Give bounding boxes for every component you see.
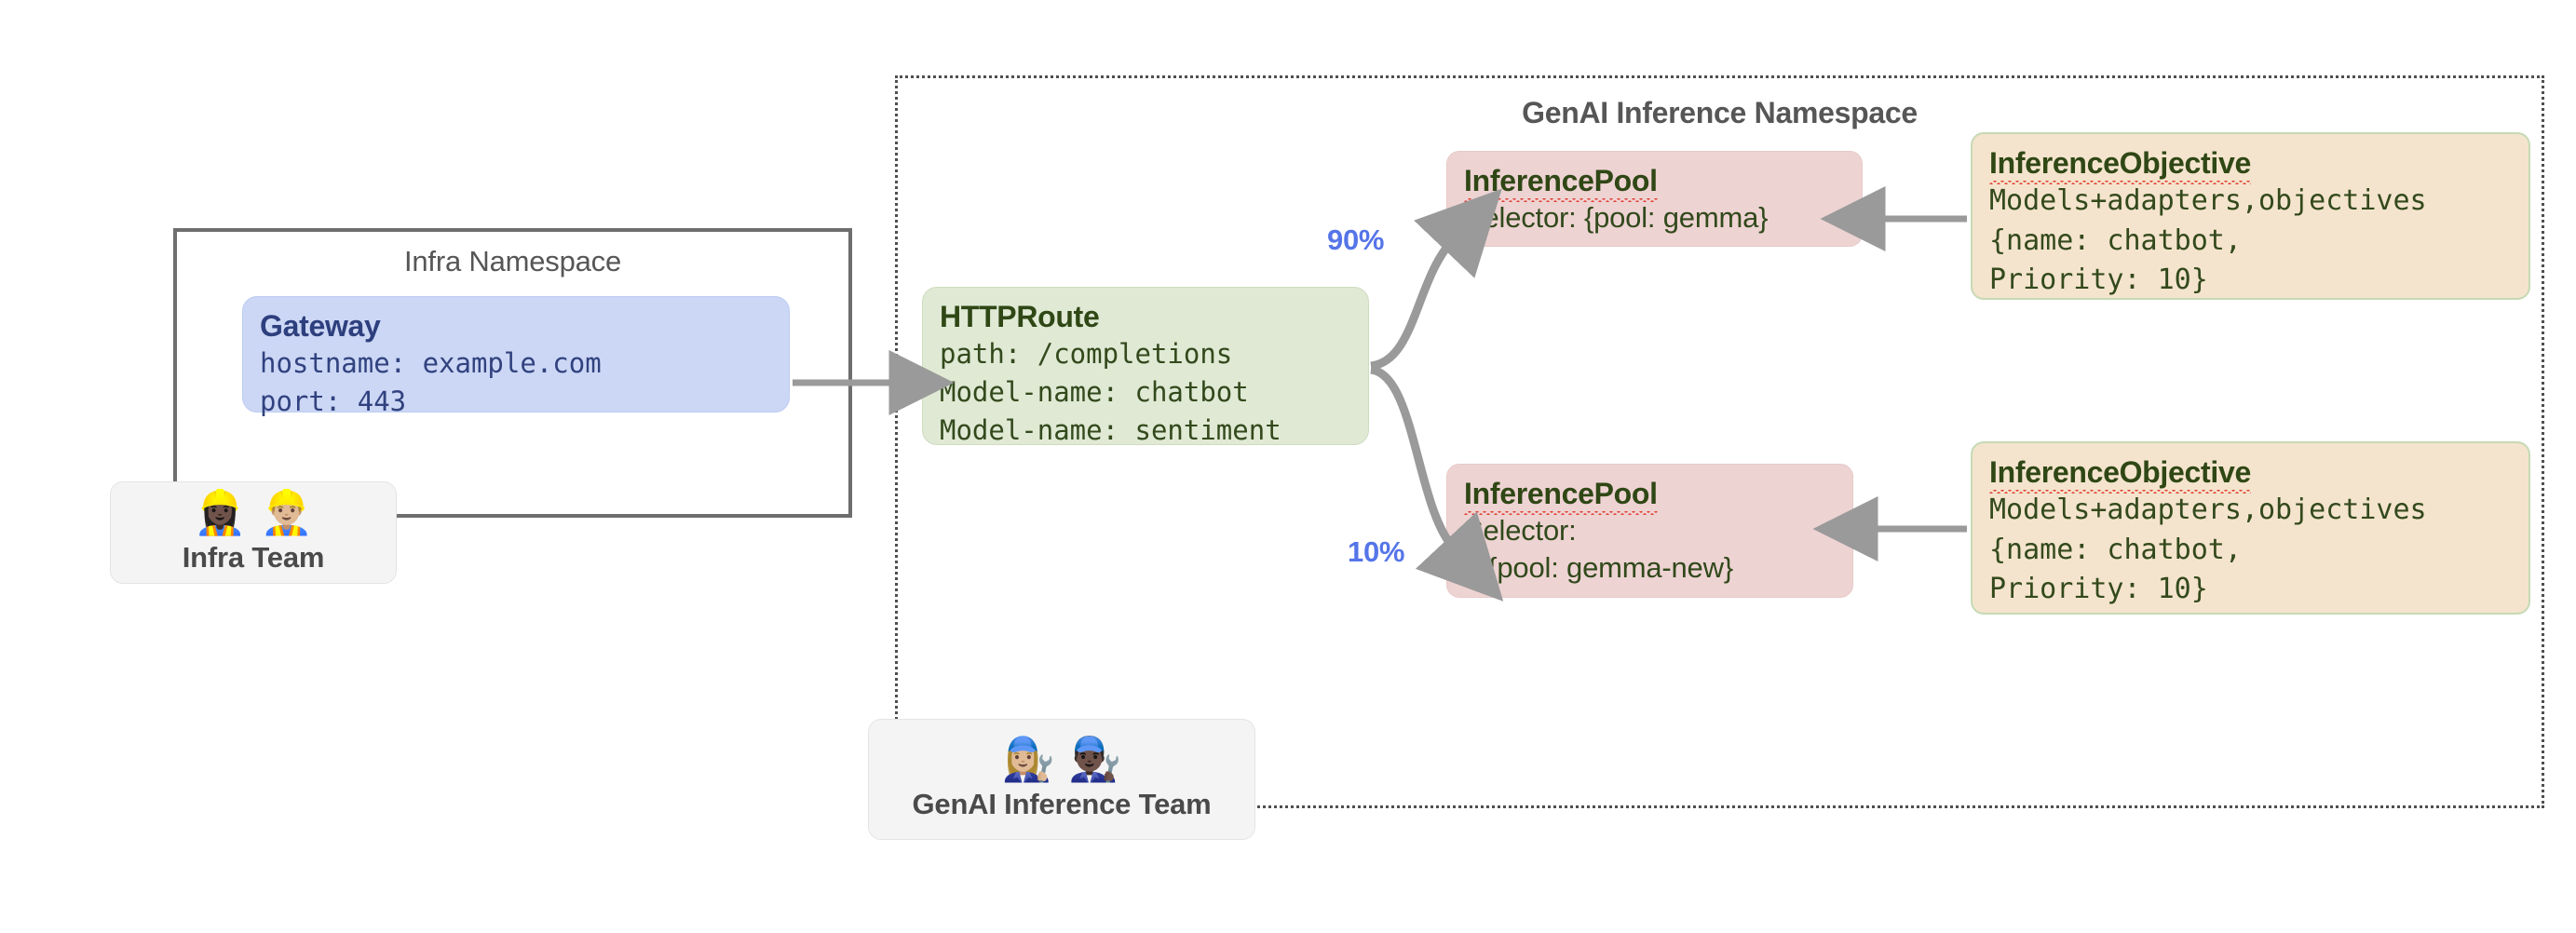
inferenceobjective-bottom-card[interactable]: InferenceObjective Models+adapters,objec… bbox=[1971, 441, 2530, 615]
inferenceobjective-bottom-line-1: Models+adapters,objectives bbox=[1989, 494, 2427, 527]
inferenceobjective-bottom-line-2: {name: chatbot, bbox=[1989, 533, 2242, 566]
inferencepool-gemma-card[interactable]: InferencePool Selector: {pool: gemma} bbox=[1446, 151, 1863, 247]
infra-namespace-label: Infra Namespace bbox=[403, 245, 622, 277]
infra-namespace-container: Infra Namespace bbox=[173, 228, 852, 518]
infra-team-label: Infra Team bbox=[182, 541, 325, 574]
inferencepool-gemma-title: InferencePool bbox=[1464, 163, 1658, 203]
gateway-title: Gateway bbox=[260, 309, 381, 343]
httproute-model-name-chatbot: Model-name: chatbot bbox=[940, 376, 1249, 409]
construction-worker-icon: 👷🏿‍♀️👷🏼‍♂️ bbox=[193, 488, 327, 536]
gateway-card[interactable]: Gateway hostname: example.com port: 443 bbox=[242, 296, 790, 417]
gateway-port: port: 443 bbox=[260, 385, 407, 418]
inferenceobjective-top-title: InferenceObjective bbox=[1989, 145, 2251, 185]
mechanic-icon: 👩🏼‍🔧👨🏿‍🔧 bbox=[1001, 735, 1135, 783]
inferencepool-gemma-new-card[interactable]: InferencePool Selector: {pool: gemma-new… bbox=[1446, 464, 1853, 598]
inferencepool-gemma-new-selector: Selector: {pool: gemma-new} bbox=[1464, 514, 1733, 585]
genai-namespace-container bbox=[895, 75, 2544, 808]
inferenceobjective-top-line-1: Models+adapters,objectives bbox=[1989, 184, 2427, 218]
inferenceobjective-bottom-line-3: Priority: 10} bbox=[1989, 573, 2208, 606]
httproute-model-name-sentiment: Model-name: sentiment bbox=[940, 414, 1281, 447]
inferencepool-gemma-selector: Selector: {pool: gemma} bbox=[1464, 201, 1769, 235]
inferenceobjective-top-line-3: Priority: 10} bbox=[1989, 264, 2208, 297]
genai-namespace-label: GenAI Inference Namespace bbox=[1522, 96, 1918, 129]
inferenceobjective-bottom-title: InferenceObjective bbox=[1989, 454, 2251, 494]
traffic-split-90-label: 90% bbox=[1327, 223, 1385, 256]
httproute-card[interactable]: HTTPRoute path: /completions Model-name:… bbox=[922, 287, 1369, 446]
gateway-hostname: hostname: example.com bbox=[260, 347, 602, 380]
genai-inference-team-chip[interactable]: 👩🏼‍🔧👨🏿‍🔧 GenAI Inference Team bbox=[868, 719, 1255, 840]
genai-inference-team-label: GenAI Inference Team bbox=[912, 788, 1212, 820]
infra-team-chip[interactable]: 👷🏿‍♀️👷🏼‍♂️ Infra Team bbox=[110, 481, 397, 584]
inferenceobjective-top-card[interactable]: InferenceObjective Models+adapters,objec… bbox=[1971, 132, 2530, 300]
httproute-path: path: /completions bbox=[940, 338, 1233, 371]
inferenceobjective-top-line-2: {name: chatbot, bbox=[1989, 223, 2242, 257]
httproute-title: HTTPRoute bbox=[940, 300, 1100, 333]
inferencepool-gemma-new-title: InferencePool bbox=[1464, 476, 1658, 516]
traffic-split-10-label: 10% bbox=[1348, 535, 1405, 568]
